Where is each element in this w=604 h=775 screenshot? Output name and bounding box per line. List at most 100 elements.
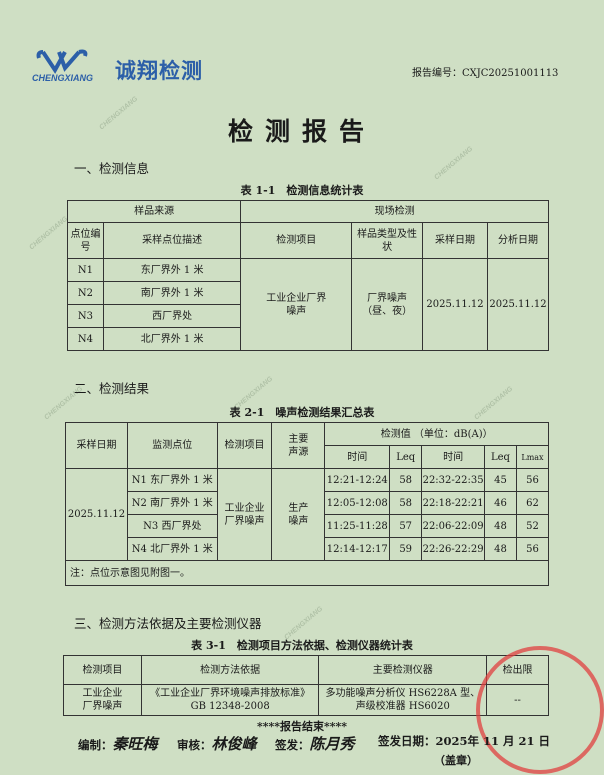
- seal-label: （盖章）: [434, 754, 478, 767]
- point-desc: 东厂界外 1 米: [102, 258, 242, 282]
- night-leq: 48: [484, 514, 517, 538]
- item: 工业企业厂界噪声: [240, 258, 353, 351]
- header-instrument: 主要检测仪器: [318, 655, 488, 685]
- point-no: N4: [67, 327, 104, 351]
- lmax: 52: [515, 514, 550, 538]
- issue-date: 签发日期：2025年 11 月 21 日: [378, 733, 550, 749]
- point-desc: 西厂界处: [102, 304, 242, 328]
- sample-date: 2025.11.12: [65, 468, 128, 561]
- report-end: ****报告结束****: [256, 720, 348, 733]
- point: N4 北厂界外 1 米: [126, 537, 218, 561]
- sample-date: 2025.11.12: [422, 258, 488, 351]
- approved-by: 签发：陈月秀: [275, 733, 355, 754]
- header-sample-date: 采样日期: [422, 222, 488, 259]
- company-seal: [476, 646, 604, 774]
- header-item: 检测项目: [63, 655, 142, 685]
- section2-heading: 二、检测结果: [74, 381, 150, 396]
- header-onsite: 现场检测: [240, 200, 549, 223]
- night-leq: 45: [484, 468, 517, 492]
- table2-caption: 表 2-1 噪声检测结果汇总表: [229, 406, 375, 419]
- company-logo: [36, 49, 88, 74]
- header-night-leq: Leq: [484, 445, 517, 469]
- instrument-1: 多功能噪声分析仪 HS6228A 型、: [325, 688, 481, 699]
- point: N2 南厂界外 1 米: [126, 491, 218, 515]
- day-time: 11:25-11:28: [324, 514, 391, 538]
- day-leq: 57: [389, 514, 423, 538]
- prepared-label: 编制：: [78, 738, 113, 752]
- reviewed-label: 审核：: [177, 738, 212, 752]
- report-number: 报告编号：CXJC20251001113: [412, 64, 558, 79]
- day-time: 12:21-12:24: [324, 468, 391, 492]
- night-time: 22:06-22:09: [421, 514, 486, 538]
- day-leq: 58: [389, 491, 423, 515]
- header-night-time: 时间: [421, 445, 486, 469]
- table-3-1: 检测项目检测方法依据主要检测仪器检出限 工业企业厂界噪声《工业企业厂界环境噪声排…: [63, 655, 549, 716]
- point-desc: 南厂界外 1 米: [102, 281, 242, 305]
- table1-caption: 表 1-1 检测信息统计表: [240, 184, 364, 197]
- issue-date-value: 2025年 11 月 21 日: [435, 734, 551, 748]
- header-value: 检测值 （单位：dB(A)）: [324, 422, 549, 446]
- table3-caption: 表 3-1 检测项目方法依据、检测仪器统计表: [191, 639, 413, 652]
- page-title: 检测报告: [227, 117, 376, 146]
- logo-text-cn: 诚翔检测: [115, 59, 203, 83]
- lmax: 56: [515, 468, 550, 492]
- night-time: 22:32-22:35: [421, 468, 486, 492]
- header-source: 主要声源: [271, 422, 326, 469]
- analysis-date: 2025.11.12: [486, 258, 550, 351]
- header-method: 检测方法依据: [140, 655, 320, 685]
- header-lmax: Lmax: [515, 445, 550, 469]
- header-sample-type: 样品类型及性状: [351, 222, 424, 259]
- night-leq: 48: [484, 537, 517, 561]
- section3-heading: 三、检测方法依据及主要检测仪器: [74, 616, 262, 631]
- lmax: 62: [515, 491, 550, 515]
- sample-type: 厂界噪声（昼、夜）: [351, 258, 424, 351]
- method-name: 《工业企业厂界环境噪声排放标准》: [150, 688, 311, 699]
- instrument: 多功能噪声分析仪 HS6228A 型、声级校准器 HS6020: [318, 684, 488, 716]
- report-number-value: CXJC20251001113: [462, 68, 559, 79]
- report-number-label: 报告编号：: [412, 68, 462, 79]
- header-date: 采样日期: [65, 422, 128, 469]
- watermark: CHENGXIANG: [28, 215, 70, 252]
- header-point-desc: 采样点位描述: [102, 222, 242, 259]
- item: 工业企业厂界噪声: [216, 468, 273, 561]
- day-leq: 59: [389, 537, 423, 561]
- header-item: 检测项目: [240, 222, 353, 259]
- header-point: 监测点位: [126, 422, 218, 469]
- header-analysis-date: 分析日期: [486, 222, 550, 259]
- header-point-no: 点位编号: [67, 222, 104, 259]
- day-time: 12:05-12:08: [324, 491, 391, 515]
- reviewed-by: 审核：林俊峰: [177, 733, 257, 754]
- reviewed-signature: 林俊峰: [211, 735, 257, 753]
- approved-signature: 陈月秀: [309, 735, 355, 753]
- table-1-1: 样品来源现场检测 点位编号采样点位描述检测项目样品类型及性状采样日期分析日期 N…: [66, 200, 550, 351]
- point: N1 东厂界外 1 米: [126, 468, 218, 492]
- method: 《工业企业厂界环境噪声排放标准》 GB 12348-2008: [140, 684, 320, 716]
- source: 生产噪声: [271, 468, 326, 561]
- approved-label: 签发：: [275, 738, 310, 752]
- day-time: 12:14-12:17: [324, 537, 391, 561]
- table-note: 注：点位示意图见附图一。: [65, 560, 549, 586]
- table-row: 工业企业厂界噪声《工业企业厂界环境噪声排放标准》 GB 12348-2008 多功能…: [63, 684, 549, 716]
- point-desc: 北厂界外 1 米: [102, 327, 242, 351]
- method-code: GB 12348-2008: [190, 701, 270, 712]
- night-time: 22:26-22:29: [421, 537, 486, 561]
- night-leq: 46: [484, 491, 517, 515]
- item: 工业企业厂界噪声: [63, 684, 142, 716]
- header-day-time: 时间: [324, 445, 391, 469]
- header-item: 检测项目: [216, 422, 273, 469]
- day-leq: 58: [389, 468, 423, 492]
- issue-date-label: 签发日期：: [378, 734, 436, 748]
- point: N3 西厂界处: [126, 514, 218, 538]
- header-day-leq: Leq: [389, 445, 423, 469]
- point-no: N1: [67, 258, 104, 282]
- section1-heading: 一、检测信息: [74, 161, 150, 176]
- prepared-signature: 秦旺梅: [112, 735, 158, 753]
